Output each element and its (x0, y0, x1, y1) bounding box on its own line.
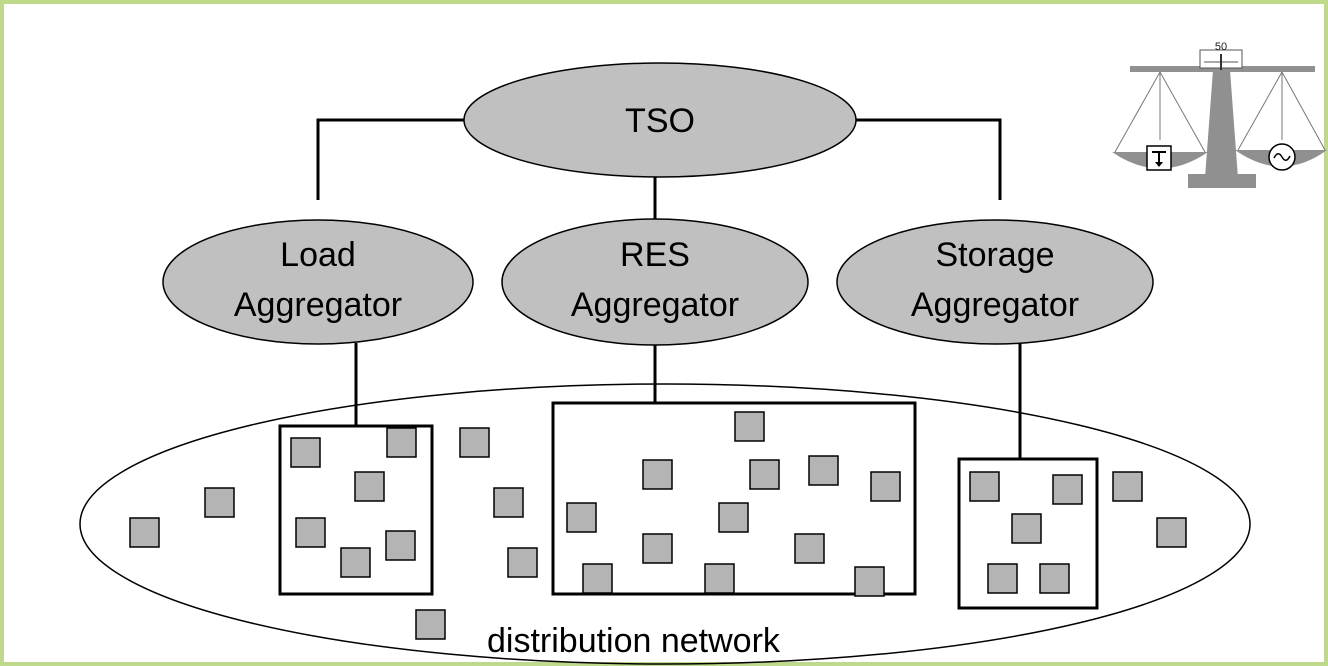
grid-unit-square (1011, 513, 1042, 544)
grid-units (129, 411, 1187, 640)
grid-unit-square (854, 566, 885, 597)
grid-unit-square (385, 530, 416, 561)
storage-aggregator-node: Storage Aggregator (836, 219, 1154, 345)
grid-unit-square (354, 471, 385, 502)
connector-tso-load (316, 118, 465, 200)
grid-unit-square (749, 459, 780, 490)
grid-unit-square (642, 533, 673, 564)
grid-unit-square (808, 455, 839, 486)
grid-unit-square (969, 471, 1000, 502)
balance-scale-icon: 50 (1112, 41, 1327, 188)
grid-unit-square (415, 609, 446, 640)
grid-unit-square (1039, 563, 1070, 594)
connector-tso-storage (856, 118, 1002, 200)
tso-label: TSO (625, 102, 695, 140)
grid-unit-square (295, 517, 326, 548)
res-aggregator-node: RES Aggregator (501, 218, 809, 346)
grid-unit-square (1052, 474, 1083, 505)
grid-unit-square (459, 427, 490, 458)
ac-generator-icon (1268, 143, 1296, 171)
load-cluster-box (278, 424, 434, 596)
load-aggregator-label-line2: Aggregator (234, 286, 402, 324)
scale-label: 50 (1215, 41, 1227, 53)
load-aggregator-label-line1: Load (280, 236, 356, 274)
load-aggregator-node: Load Aggregator (162, 219, 474, 345)
grid-unit-square (718, 502, 749, 533)
distribution-network-ellipse (79, 383, 1251, 665)
grid-unit-square (1112, 471, 1143, 502)
grid-unit-square (566, 502, 597, 533)
grid-unit-square (794, 533, 825, 564)
grid-unit-square (734, 411, 765, 442)
grid-unit-square (129, 517, 160, 548)
connectors (316, 118, 1022, 459)
load-icon (1146, 145, 1172, 171)
grid-unit-square (704, 563, 735, 594)
grid-unit-square (204, 487, 235, 518)
distribution-network-label: distribution network (487, 622, 781, 660)
storage-cluster-box (957, 457, 1099, 610)
grid-unit-square (642, 459, 673, 490)
grid-unit-square (493, 487, 524, 518)
grid-unit-square (340, 547, 371, 578)
res-cluster-box (551, 401, 917, 596)
grid-unit-square (386, 427, 417, 458)
grid-unit-square (987, 563, 1018, 594)
grid-unit-square (870, 471, 901, 502)
storage-aggregator-label-line1: Storage (935, 236, 1054, 274)
tso-node: TSO (463, 62, 857, 178)
grid-unit-square (507, 547, 538, 578)
res-aggregator-label-line1: RES (620, 236, 690, 274)
grid-unit-square (290, 437, 321, 468)
grid-unit-square (1156, 517, 1187, 548)
storage-aggregator-label-line2: Aggregator (911, 286, 1079, 324)
res-aggregator-label-line2: Aggregator (571, 286, 739, 324)
grid-unit-square (582, 563, 613, 594)
